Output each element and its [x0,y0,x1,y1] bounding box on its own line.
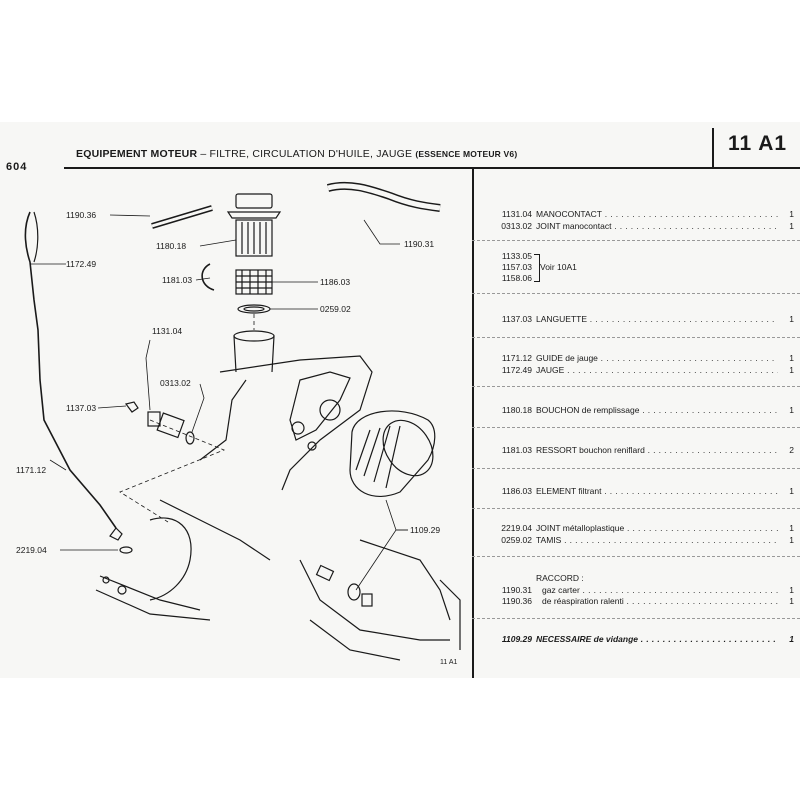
part-row: 1157.03 [501,262,532,272]
code-divider [712,128,714,168]
figure-ref: 11 A1 [440,659,458,666]
group-separator [472,293,800,294]
callout-1190-36: 1190.36 [66,210,97,220]
callout-1131-04: 1131.04 [152,326,183,336]
title-bold: EQUIPEMENT MOTEUR [76,148,198,160]
callout-1180-18: 1180.18 [156,241,187,251]
group-separator [472,468,800,469]
group-separator [472,508,800,509]
callout-1186-03: 1186.03 [320,277,351,287]
model-logo: 604 [6,161,28,173]
part-row: 0259.02TAMIS1 [484,534,794,546]
title-dash: – [197,148,210,160]
callout-0313-02: 0313.02 [160,378,191,388]
part-row: 1158.06 [501,273,532,283]
part-row: 1131.04MANOCONTACT1 [484,208,794,220]
group-separator [472,618,800,619]
part-row: 1137.03LANGUETTE1 [484,313,794,325]
group-separator [472,240,800,241]
group-separator [472,386,800,387]
group-separator [472,337,800,338]
plate-code: 11 A1 [728,132,788,155]
callout-1181-03: 1181.03 [162,275,193,285]
callout-2219-04: 2219.04 [16,545,47,555]
column-divider [472,168,474,678]
header-rule [64,167,800,169]
voir-label: Voir 10A1 [540,262,577,272]
part-row: 1133.05 [501,251,532,261]
callout-1190-31: 1190.31 [404,239,435,249]
title-rest: FILTRE, CIRCULATION D'HUILE, JAUGE [209,148,416,160]
callout-1171-12: 1171.12 [16,465,47,475]
page-title: EQUIPEMENT MOTEUR – FILTRE, CIRCULATION … [76,148,517,160]
callout-1172-49: 1172.49 [66,259,97,269]
callout-1137-03: 1137.03 [66,403,97,413]
group-separator [472,556,800,557]
callout-0259-02: 0259.02 [320,304,351,314]
group-separator [472,427,800,428]
part-row: 1172.49JAUGE1 [484,364,794,376]
title-engine: (ESSENCE MOTEUR V6) [415,149,518,159]
callout-1109-29: 1109.29 [410,525,441,535]
voir-bracket [534,254,540,282]
part-row: RACCORD : [536,573,584,583]
